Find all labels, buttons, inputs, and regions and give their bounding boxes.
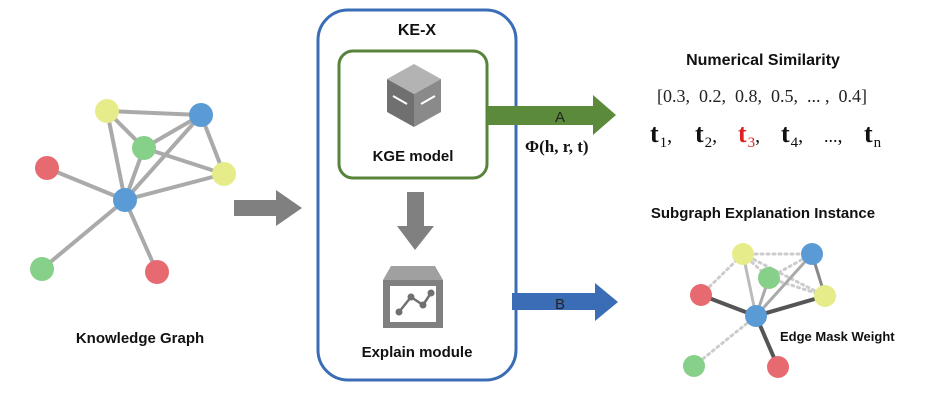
sg-node-yellow <box>732 243 754 265</box>
kg-edge <box>105 109 203 117</box>
kg-node-green <box>30 257 54 281</box>
sg-edge-dotted <box>741 252 827 298</box>
token-4: t4, <box>781 119 803 151</box>
sg-edge-dotted <box>692 314 758 368</box>
token-1: t1, <box>650 119 672 151</box>
sg-edge-heavy <box>754 294 827 318</box>
kg-node-yellow <box>212 162 236 186</box>
kex-title: KE-X <box>398 22 437 39</box>
kg-edge <box>142 146 226 176</box>
subgraph-title: Subgraph Explanation Instance <box>651 205 875 222</box>
explain-module-label: Explain module <box>362 344 473 361</box>
kg-node-red <box>145 260 169 284</box>
subgraph-nodes <box>683 243 836 378</box>
token-row: t1, t2, t3, t4,..., tn <box>650 119 882 151</box>
knowledge-graph-nodes <box>30 99 236 284</box>
numerical-similarity-title: Numerical Similarity <box>686 52 840 69</box>
sg-edge-light <box>754 252 814 318</box>
sg-node-green <box>758 267 780 289</box>
kg-edge <box>123 198 159 274</box>
arrow-b-label: B <box>555 296 565 313</box>
knowledge-graph <box>40 109 226 274</box>
kg-edge <box>40 198 127 271</box>
edge-mask-weight-label: Edge Mask Weight <box>780 329 895 344</box>
kg-edge <box>123 113 203 202</box>
kg-node-yellow <box>95 99 119 123</box>
sg-node-red <box>767 356 789 378</box>
cube-icon <box>387 64 441 127</box>
down-arrow <box>397 192 434 250</box>
arrow-a-label: A <box>555 109 565 126</box>
kg-edge <box>123 172 226 202</box>
sg-node-red <box>690 284 712 306</box>
token-2: t2, <box>695 119 717 151</box>
sg-node-yellow <box>814 285 836 307</box>
kg-node-blue <box>189 103 213 127</box>
token-3: t3, <box>738 119 760 151</box>
blue-arrow-b <box>512 283 618 321</box>
sg-node-blue <box>745 305 767 327</box>
token-ellipsis: ..., <box>824 125 843 147</box>
similarity-vector: [0.3, 0.2, 0.8, 0.5, ... , 0.4] <box>657 86 867 106</box>
knowledge-graph-label: Knowledge Graph <box>76 330 204 347</box>
sg-node-blue <box>801 243 823 265</box>
kge-model-label: KGE model <box>373 148 454 165</box>
gray-arrow <box>234 190 302 226</box>
token-n: tn <box>864 119 882 151</box>
graph-box-icon <box>383 266 443 328</box>
green-arrow-a <box>487 95 616 135</box>
kg-edge <box>45 166 127 202</box>
kg-edge <box>105 109 127 202</box>
phi-label: Φ(h, r, t) <box>525 137 589 156</box>
kg-node-red <box>35 156 59 180</box>
kg-node-blue <box>113 188 137 212</box>
sg-node-green <box>683 355 705 377</box>
kg-node-green <box>132 136 156 160</box>
